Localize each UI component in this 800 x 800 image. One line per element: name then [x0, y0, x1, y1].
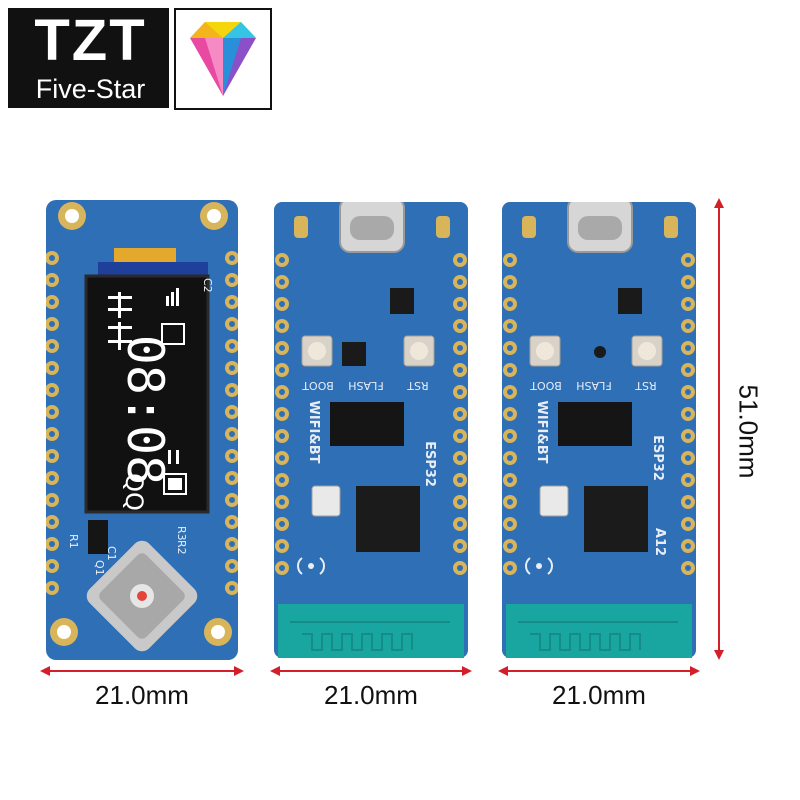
esp32-board-b: BOOT FLASH RST WIFI&BT ESP32 A12: [502, 202, 696, 658]
silk-rst: RST: [407, 379, 429, 392]
width-arrow-2: [270, 666, 472, 676]
oled-sub-text: QQ: [120, 473, 148, 511]
width-arrow-3: [498, 666, 700, 676]
silk-wifi: WIFI&BT: [534, 400, 549, 463]
logo-sub-text: Five-Star: [35, 74, 146, 104]
width-label-1: 21.0mm: [95, 680, 189, 710]
silk-chip: ESP32: [422, 441, 437, 487]
width-label-3: 21.0mm: [552, 680, 646, 710]
silk-flash: FLASH: [576, 379, 612, 392]
height-arrow: [714, 198, 724, 660]
esp32-board-a: BOOT FLASH RST WIFI&BT ESP32: [274, 202, 468, 658]
logo-main-text: TZT: [34, 8, 147, 73]
silk-r1: R1: [67, 534, 80, 549]
silk-q1: Q1: [93, 560, 106, 576]
silk-model: A12: [652, 528, 667, 556]
oled-time-text: 08:08: [116, 335, 174, 486]
silk-r2: R2: [175, 540, 188, 555]
silk-r3: R3: [175, 526, 188, 541]
silk-wifi: WIFI&BT: [306, 400, 321, 463]
gem-logo: [174, 8, 272, 110]
width-arrow-1: [40, 666, 244, 676]
oled-board: 08:08 QQ R1 C1 Q1 R3 R2 C2: [46, 200, 238, 660]
silk-rst: RST: [635, 379, 657, 392]
silk-flash: FLASH: [348, 379, 384, 392]
silk-c2: C2: [201, 278, 214, 293]
silk-boot: BOOT: [302, 379, 334, 392]
silk-c1: C1: [105, 546, 118, 561]
silk-boot: BOOT: [530, 379, 562, 392]
brand-logo: TZT Five-Star: [6, 6, 171, 110]
width-label-2: 21.0mm: [324, 680, 418, 710]
height-label: 51.0mm: [733, 384, 764, 479]
silk-chip: ESP32: [650, 435, 665, 481]
diamond-icon: [190, 22, 256, 96]
